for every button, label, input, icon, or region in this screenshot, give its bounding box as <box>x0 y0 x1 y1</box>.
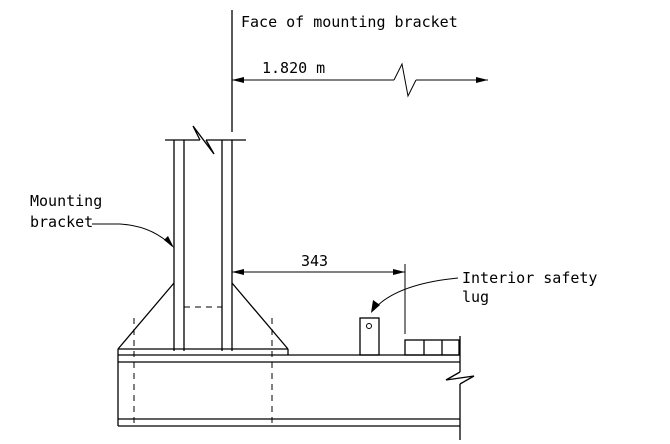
safety-lug-leader <box>371 277 459 313</box>
short-dimension <box>232 264 406 334</box>
interior-safety-lug <box>359 317 380 356</box>
face-of-bracket-label: Face of mounting bracket <box>241 13 458 31</box>
short-arrow-right <box>393 269 405 275</box>
bracket-gussets <box>117 282 289 350</box>
dimension-arrow-left <box>232 77 244 83</box>
lug-hole <box>366 323 372 329</box>
mounting-bracket-label-line2: bracket <box>30 213 93 231</box>
long-dimension <box>232 62 488 98</box>
mounting-bracket-leader <box>92 223 174 248</box>
mounting-bracket-label-line1: Mounting <box>30 192 102 210</box>
bracket-top-cut-line <box>165 125 246 155</box>
deck-blocks <box>404 339 460 356</box>
dimension-arrow-right <box>476 77 488 83</box>
short-arrow-left <box>232 269 244 275</box>
main-beam <box>117 354 460 427</box>
short-dimension-label: 343 <box>301 252 328 270</box>
long-dimension-label: 1.820 m <box>262 59 325 77</box>
mounting-bracket <box>173 140 233 351</box>
safety-lug-label-line2: lug <box>462 288 489 306</box>
base-plate <box>117 348 289 355</box>
safety-lug-label-line1: Interior safety <box>462 269 597 287</box>
beam-break-line <box>445 336 475 440</box>
anchor-bolt-centerlines <box>133 318 273 426</box>
